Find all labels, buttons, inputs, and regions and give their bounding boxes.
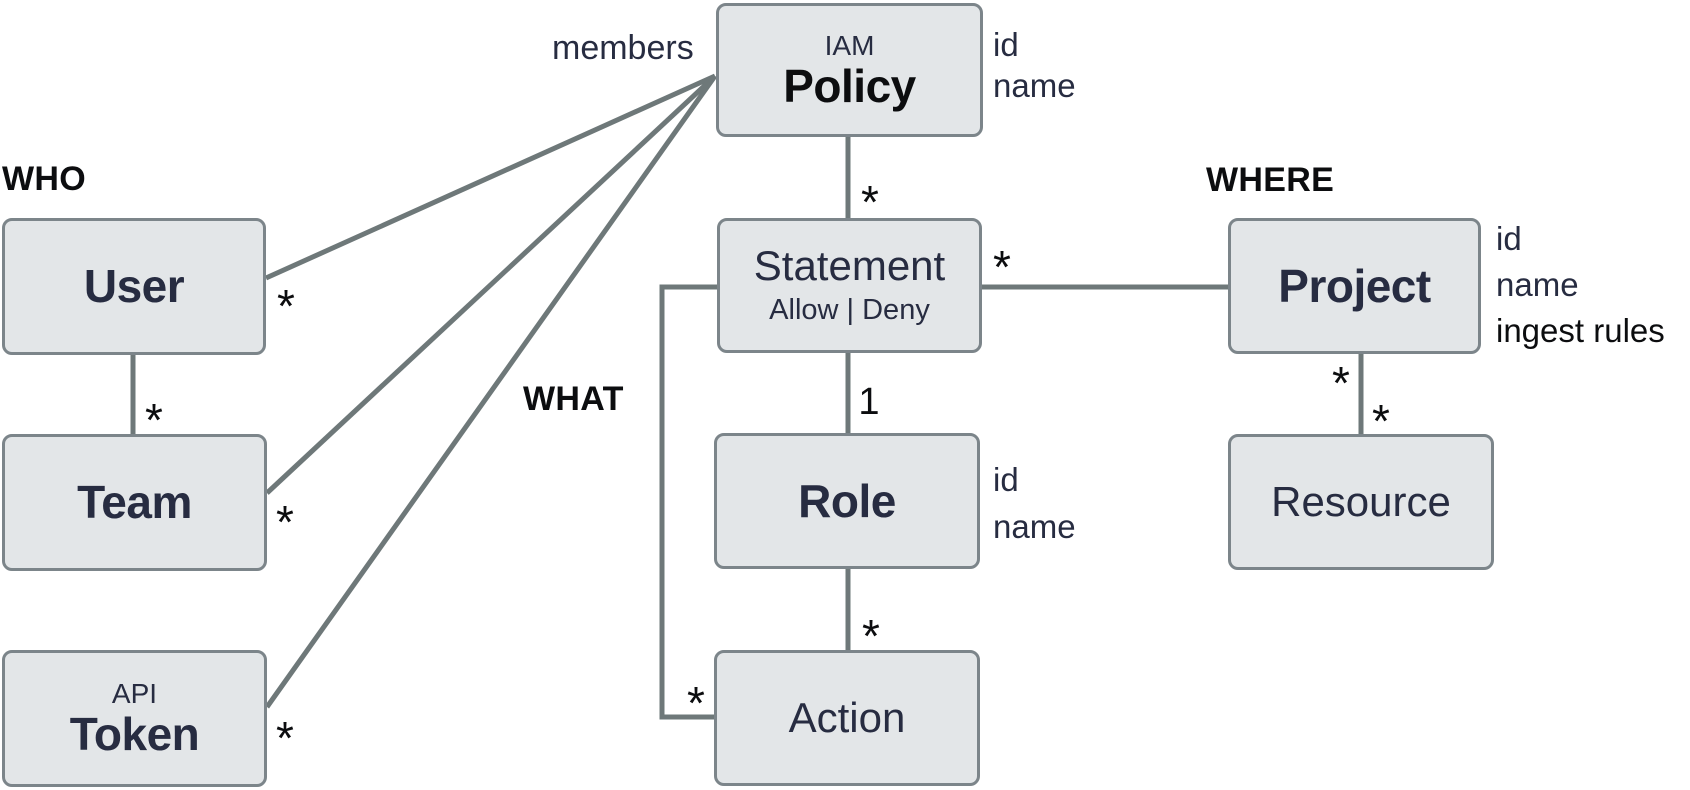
node-statement-label: Statement <box>753 241 946 289</box>
node-project-label: Project <box>1278 259 1431 312</box>
section-label-who: WHO <box>2 160 86 198</box>
role-attr-id: id <box>993 461 1019 498</box>
policy-attributes: id name <box>993 24 1076 106</box>
mult-user-team: * <box>145 394 163 446</box>
project-attr-ingest-rules: ingest rules <box>1496 312 1665 349</box>
mult-statement-project: * <box>993 241 1011 293</box>
node-statement-sub-label: Allow | Deny <box>769 294 930 327</box>
mult-policy-statement: * <box>861 176 879 228</box>
mult-project-resource-lower: * <box>1372 395 1390 447</box>
node-user: User <box>2 218 266 355</box>
section-label-where: WHERE <box>1206 161 1335 199</box>
policy-attr-id: id <box>993 26 1019 63</box>
role-attr-name: name <box>993 508 1076 545</box>
section-label-what: WHAT <box>523 380 624 418</box>
node-team: Team <box>2 434 267 571</box>
edge-user-policy <box>264 73 717 281</box>
mult-statement-role: 1 <box>858 381 880 423</box>
node-role-label: Role <box>798 474 896 527</box>
node-token: API Token <box>2 650 267 787</box>
edge-token-policy <box>264 74 718 709</box>
node-token-label: Token <box>69 708 200 761</box>
edge-team-policy <box>265 74 717 495</box>
node-role: Role <box>714 433 980 569</box>
node-policy: IAM Policy <box>716 3 983 137</box>
mult-token-policy: * <box>276 712 294 764</box>
policy-attr-name: name <box>993 67 1076 104</box>
node-resource-label: Resource <box>1271 477 1451 525</box>
node-project: Project <box>1228 218 1481 354</box>
role-attributes: id name <box>993 456 1076 550</box>
mult-team-policy: * <box>276 496 294 548</box>
mult-role-action: * <box>862 610 880 662</box>
node-user-label: User <box>83 260 185 313</box>
mult-statement-action: * <box>687 677 705 729</box>
node-action: Action <box>714 650 980 786</box>
node-policy-super-label: IAM <box>824 29 875 61</box>
mult-user-policy: * <box>277 280 295 332</box>
project-attributes: id name ingest rules <box>1496 216 1665 354</box>
node-policy-label: Policy <box>783 59 916 112</box>
node-action-label: Action <box>788 693 906 741</box>
project-attr-name: name <box>1496 266 1579 303</box>
node-team-label: Team <box>77 476 192 529</box>
members-edge-label: members <box>552 29 694 67</box>
node-resource: Resource <box>1228 434 1494 570</box>
edge-statement-action-bracket <box>659 284 717 720</box>
node-token-super-label: API <box>111 678 158 710</box>
mult-project-resource-upper: * <box>1332 357 1350 409</box>
node-statement: Statement Allow | Deny <box>717 218 982 353</box>
project-attr-id: id <box>1496 220 1522 257</box>
